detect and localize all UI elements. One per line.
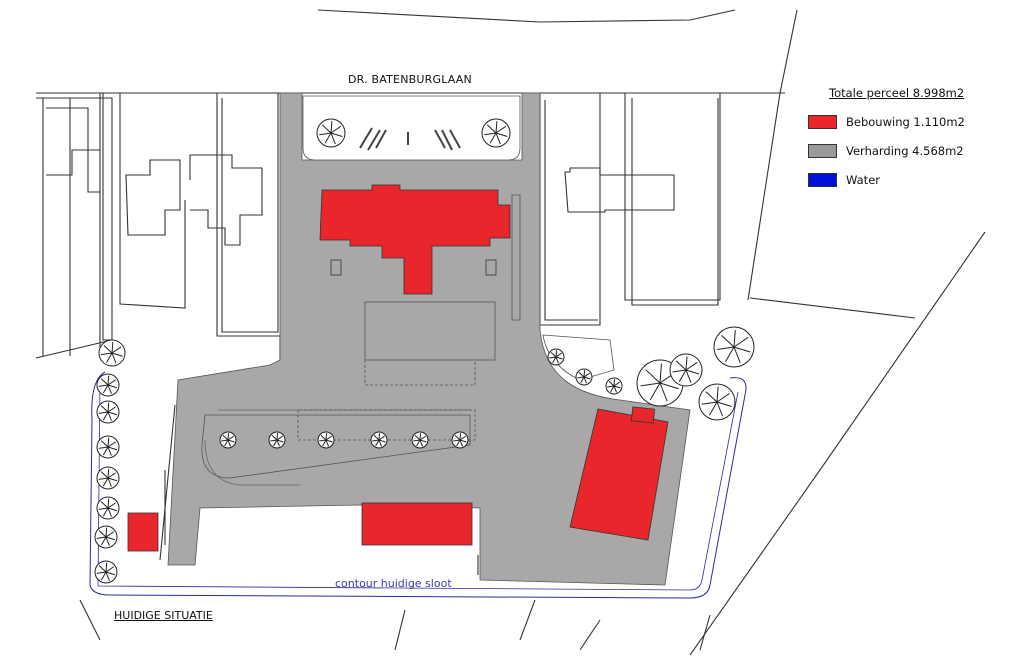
tree-icon [411, 431, 429, 449]
buildings [127, 184, 669, 552]
tree-icon [713, 326, 755, 368]
south-building [361, 502, 473, 546]
legend-item-verharding: Verharding 4.568m2 [808, 143, 964, 159]
tree-icon [96, 373, 120, 397]
tree-icon [698, 383, 736, 421]
legend-item-label: Bebouwing 1.110m2 [846, 115, 965, 129]
parking-island [201, 414, 471, 479]
legend-title: Totale perceel 8.998m2 [829, 86, 965, 100]
tree-icon [96, 496, 120, 520]
tree-icon [575, 368, 593, 386]
legend-item-label: Verharding 4.568m2 [846, 144, 964, 158]
tree-icon [669, 353, 703, 387]
tree-icon [451, 431, 469, 449]
entrance-court [302, 95, 521, 161]
tree-icon [268, 431, 286, 449]
tree-icon [98, 339, 126, 367]
tree-icon [481, 118, 511, 148]
tree-icon [96, 400, 120, 424]
legend-item-water: Water [808, 172, 880, 188]
legend-swatch-red [808, 115, 837, 129]
contour-label: contour huidige sloot [335, 577, 452, 590]
paving-area [167, 92, 691, 586]
legend-swatch-grey [808, 144, 837, 158]
situation-label: HUIDIGE SITUATIE [114, 609, 213, 622]
tree-icon [94, 560, 118, 584]
shed-building [127, 512, 159, 552]
tree-icon [219, 431, 237, 449]
tree-icon [316, 118, 346, 148]
tree-icon [547, 348, 565, 366]
tree-icon [605, 377, 623, 395]
tree-icon [96, 466, 120, 490]
water-contour [89, 371, 747, 599]
garden-area [542, 334, 615, 381]
legend-item-label: Water [846, 173, 880, 187]
tree-icon [96, 435, 120, 459]
trees [94, 118, 755, 584]
street-name-label: DR. BATENBURGLAAN [348, 73, 472, 86]
legend-item-bebouwing: Bebouwing 1.110m2 [808, 114, 965, 130]
annex-entrance [630, 406, 656, 424]
tree-icon [317, 431, 335, 449]
tree-icon [94, 525, 118, 549]
tree-icon [370, 431, 388, 449]
legend-swatch-blue [808, 173, 837, 187]
main-building [319, 184, 511, 295]
cadastral-lines [35, 9, 986, 656]
